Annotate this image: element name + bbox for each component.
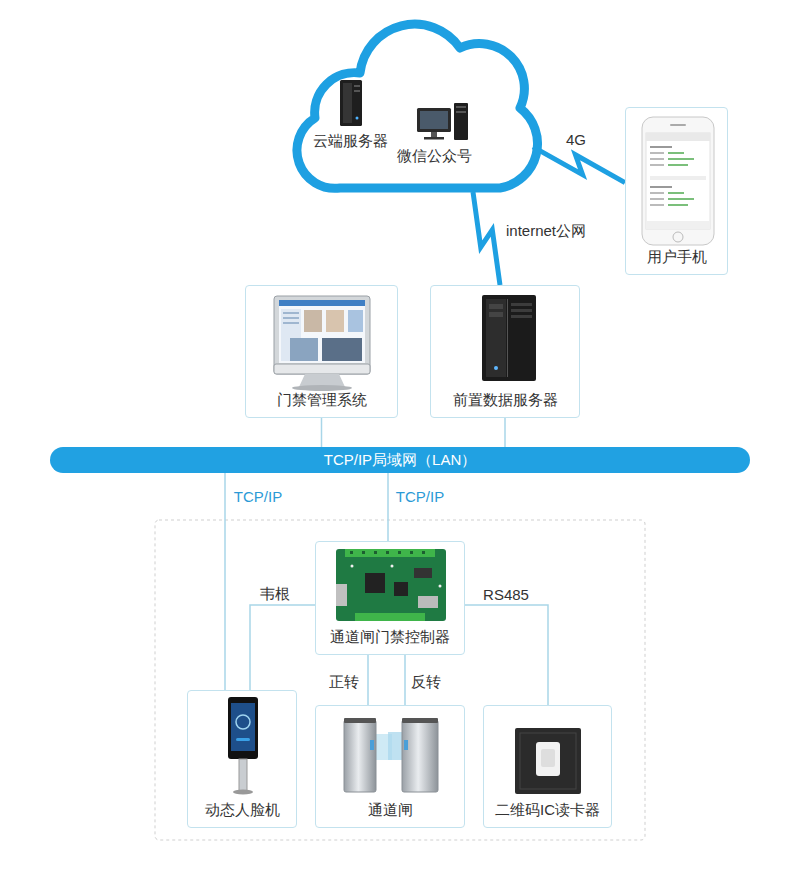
wire-line [224, 473, 226, 690]
wire-line [250, 605, 315, 690]
wire-line [465, 605, 548, 705]
wire-line [367, 655, 369, 705]
qr-reader-illustration [515, 728, 581, 794]
node-label: 动态人脸机 [205, 800, 280, 820]
node-label: 门禁管理系统 [277, 390, 367, 410]
edge-label: TCP/IP [396, 488, 444, 506]
cloud-path [297, 24, 538, 188]
wire-line [504, 418, 506, 447]
edge-label: TCP/IP [234, 488, 282, 506]
device-box: 动态人脸机 [187, 690, 297, 828]
wire-line [387, 473, 389, 541]
server-box: 前置数据服务器 [430, 285, 580, 418]
edge-label: 韦根 [260, 585, 290, 603]
edge-label: 正转 [329, 673, 359, 691]
server-icon [340, 80, 362, 126]
edge-label: 反转 [411, 673, 441, 691]
system-box: 门禁管理系统 [245, 285, 398, 418]
pc-icon [417, 103, 468, 140]
turnstile-gate-illustration [344, 718, 438, 792]
cloud-outline [285, 3, 545, 200]
cloud-shape: 云端服务器微信公众号 [285, 3, 545, 200]
wireless-link [533, 147, 625, 183]
edge-label: RS485 [483, 586, 529, 604]
node-label: 二维码IC读卡器 [495, 800, 600, 820]
monitor-illustration [274, 296, 370, 391]
server-tower-illustration [482, 295, 536, 381]
node-label: 通道闸门禁控制器 [330, 627, 450, 647]
controller-box: 通道闸门禁控制器 [315, 541, 465, 655]
edge-label: internet公网 [506, 222, 586, 240]
node-label: 前置数据服务器 [453, 390, 558, 410]
wire-line [321, 418, 323, 447]
face-terminal-illustration [228, 697, 258, 795]
device-region [155, 520, 645, 840]
node-label: TCP/IP局域网（LAN） [324, 450, 477, 470]
device-box: 二维码IC读卡器 [483, 705, 612, 828]
node-label: 云端服务器 [313, 131, 388, 151]
node-label: 用户手机 [647, 247, 707, 267]
controller-board-illustration [336, 549, 446, 621]
network-band: TCP/IP局域网（LAN） [50, 447, 750, 473]
wire-line [404, 655, 406, 705]
node-label: 微信公众号 [397, 146, 472, 166]
phone-illustration [642, 117, 714, 245]
edge-label: 4G [566, 131, 586, 149]
wireless-link [473, 192, 500, 285]
device-box: 用户手机 [625, 107, 728, 275]
node-label: 通道闸 [368, 800, 413, 820]
device-box: 通道闸 [315, 705, 465, 828]
